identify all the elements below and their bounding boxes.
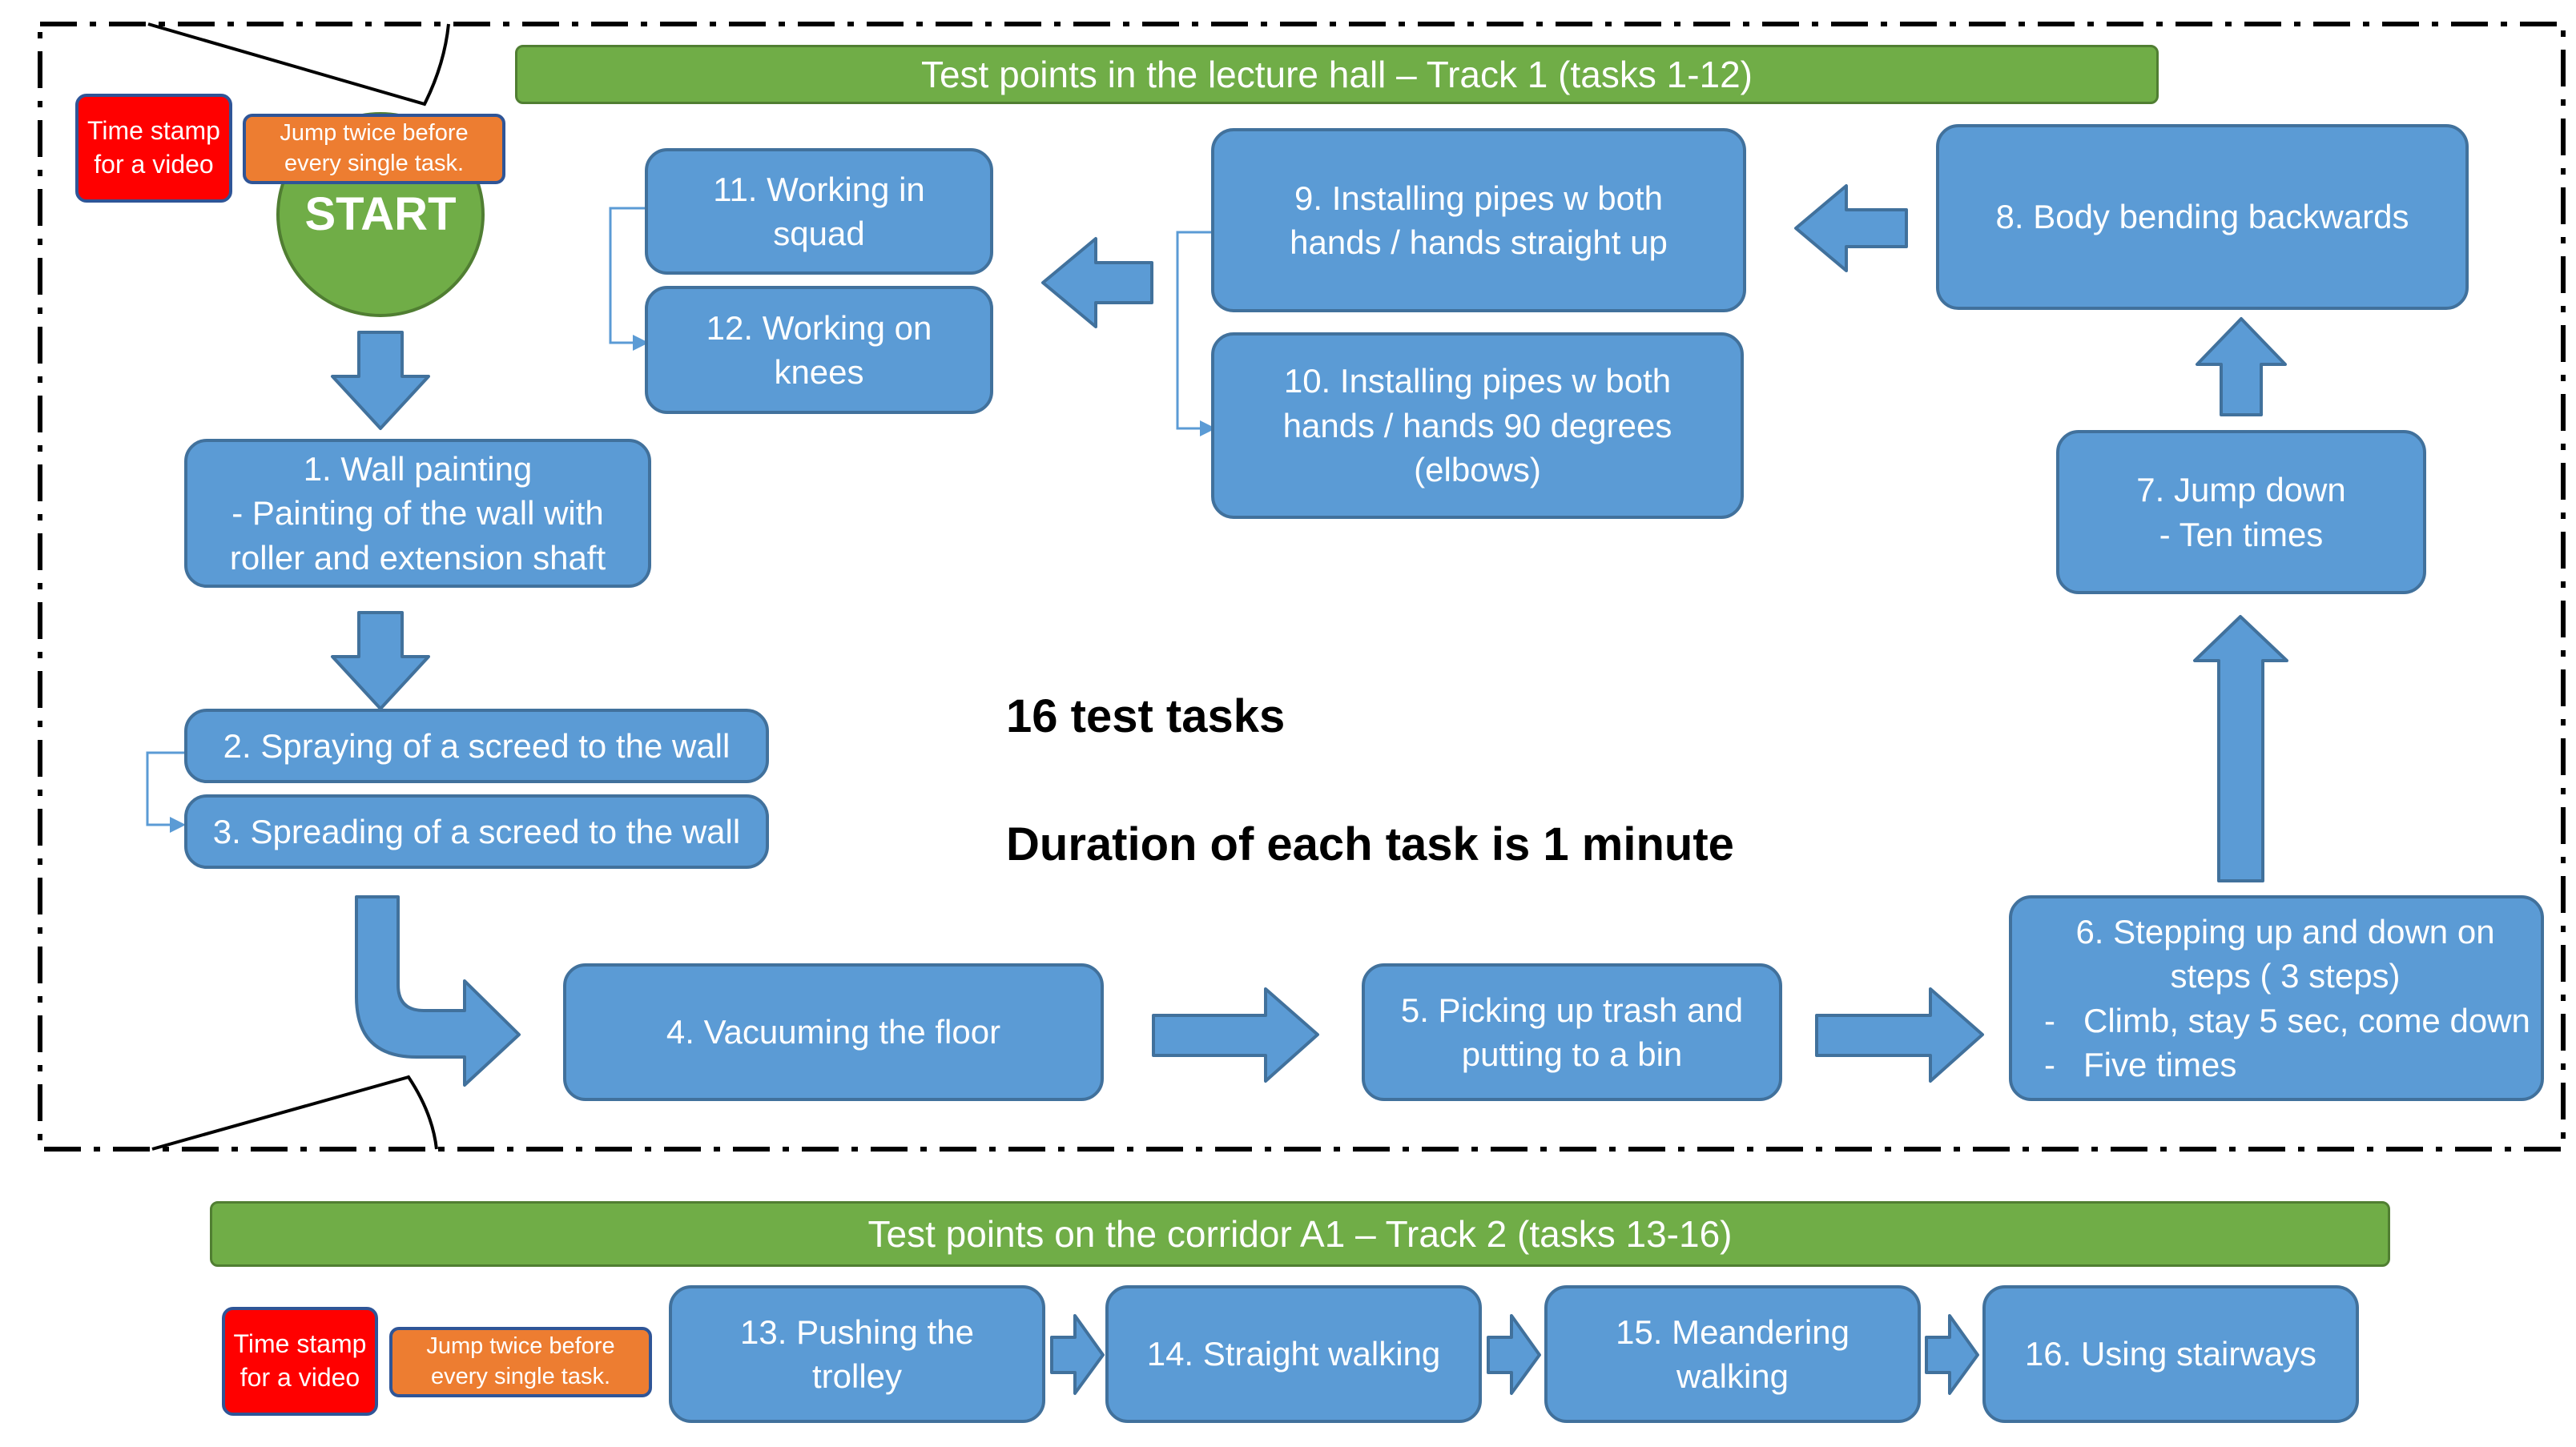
time-stamp-note-track2: Time stamp for a video [222, 1307, 378, 1416]
arrow-13-to-14 [1050, 1314, 1105, 1395]
arrow-8-to-9 [1794, 184, 1908, 272]
arrow-1-to-2 [331, 611, 430, 710]
arrow-6-to-7 [2193, 615, 2288, 882]
arrow-5-to-6 [1815, 987, 1984, 1083]
arrow-3-to-4 [355, 895, 521, 1087]
track1-banner: Test points in the lecture hall – Track … [515, 45, 2159, 104]
task-12-working-on-knees: 12. Working on knees [645, 286, 993, 414]
track1-frame [38, 22, 2566, 1152]
door-swing-bottom [151, 1075, 438, 1151]
task-14-straight-walking: 14. Straight walking [1105, 1285, 1482, 1423]
jump-note-track1: Jump twice before every single task. [243, 114, 505, 184]
arrow-9-to-11 [1041, 237, 1153, 328]
task-8-body-bending: 8. Body bending backwards [1936, 124, 2469, 310]
time-stamp-note-track1: Time stamp for a video [75, 94, 232, 203]
connector-2-to-3-head [170, 817, 186, 833]
connector-11-to-12-head [633, 335, 649, 351]
task-6-bullet-1: - Climb, stay 5 sec, come down [2044, 1001, 2530, 1039]
task-1-wall-painting: 1. Wall painting - Painting of the wall … [184, 439, 651, 588]
connector-9-to-10 [1176, 231, 1211, 430]
arrow-start-to-1 [331, 331, 430, 430]
summary-line-1: 16 test tasks [1006, 690, 1286, 743]
arrow-7-to-8 [2196, 317, 2287, 416]
task-6-title: 6. Stepping up and down on steps ( 3 ste… [2075, 912, 2495, 995]
task-16-using-stairways: 16. Using stairways [1982, 1285, 2359, 1423]
task-11-working-in-squad: 11. Working in squad [645, 148, 993, 275]
summary-line-2: Duration of each task is 1 minute [1006, 818, 1734, 871]
task-13-pushing-trolley: 13. Pushing the trolley [669, 1285, 1045, 1423]
task-4-vacuuming: 4. Vacuuming the floor [563, 963, 1104, 1101]
arrow-4-to-5 [1152, 987, 1319, 1083]
door-swing-top [147, 22, 450, 107]
task-10-pipes-90-degrees: 10. Installing pipes w both hands / hand… [1211, 332, 1744, 519]
arrow-15-to-16 [1925, 1314, 1979, 1395]
summary-text: 16 test tasks Duration of each task is 1… [1006, 621, 1734, 941]
task-6-stepping: 6. Stepping up and down on steps ( 3 ste… [2009, 895, 2544, 1101]
task-7-jump-down: 7. Jump down - Ten times [2056, 430, 2426, 594]
task-15-meandering-walking: 15. Meandering walking [1544, 1285, 1921, 1423]
task-5-picking-trash: 5. Picking up trash and putting to a bin [1362, 963, 1782, 1101]
task-9-pipes-straight-up: 9. Installing pipes w both hands / hands… [1211, 128, 1746, 312]
jump-note-track2: Jump twice before every single task. [389, 1327, 652, 1397]
task-3-spreading-screed: 3. Spreading of a screed to the wall [184, 794, 769, 869]
track2-banner: Test points on the corridor A1 – Track 2… [210, 1201, 2390, 1267]
task-6-bullet-2: - Five times [2044, 1045, 2237, 1083]
connector-11-to-12 [609, 207, 645, 344]
connector-2-to-3 [146, 751, 184, 826]
task-2-spraying-screed: 2. Spraying of a screed to the wall [184, 709, 769, 783]
arrow-14-to-15 [1487, 1314, 1541, 1395]
connector-9-to-10-head [1200, 420, 1216, 436]
